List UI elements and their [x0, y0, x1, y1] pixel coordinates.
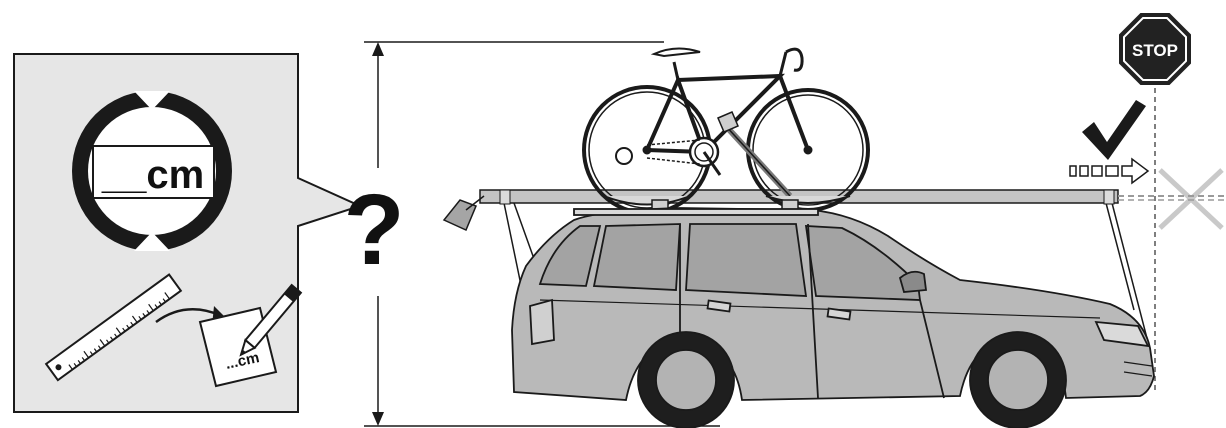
- question-mark-icon: ?: [343, 174, 404, 286]
- cross-icon: [1160, 170, 1222, 228]
- checkmark-icon: [1082, 100, 1146, 160]
- rear-side-window: [594, 224, 680, 290]
- stop-sign-icon: STOP: [1118, 12, 1192, 86]
- rear-door-window: [686, 224, 806, 296]
- car-icon: [512, 208, 1154, 428]
- car-front-wheel: [970, 332, 1066, 428]
- stop-label: STOP: [1132, 41, 1178, 60]
- measurement-callout: __cm ...cm: [14, 54, 360, 412]
- tail-light: [530, 300, 554, 344]
- gauge-icon: __cm: [72, 91, 232, 251]
- bicycle-icon: [584, 48, 868, 213]
- car-rear-wheel: [638, 332, 734, 428]
- arrow-icon: [1070, 159, 1148, 183]
- rack-end-cap: [444, 200, 476, 230]
- side-mirror: [900, 272, 926, 292]
- gauge-label: __cm: [101, 153, 204, 197]
